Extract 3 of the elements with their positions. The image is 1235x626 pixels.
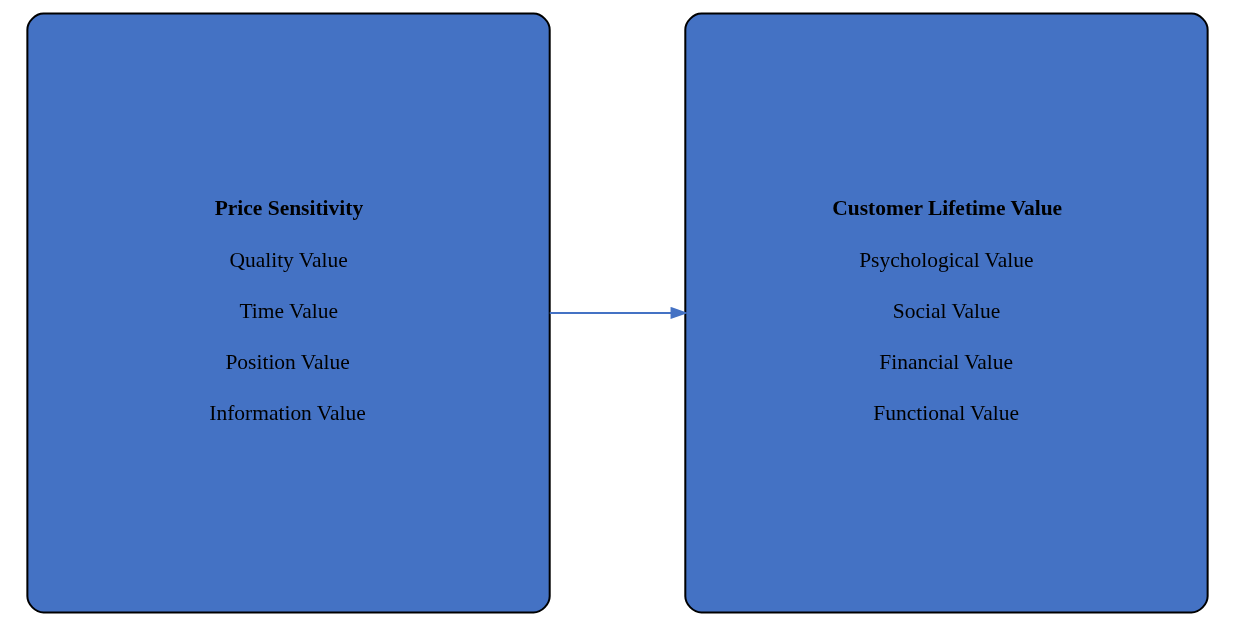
node-box: Customer Lifetime Value Psychological Value Social Value Financial Value Functional Value [684,12,1209,614]
arrow [549,306,689,320]
node-box: Price Sensitivity Quality Value Time Value Position Value Information Value [26,12,551,614]
